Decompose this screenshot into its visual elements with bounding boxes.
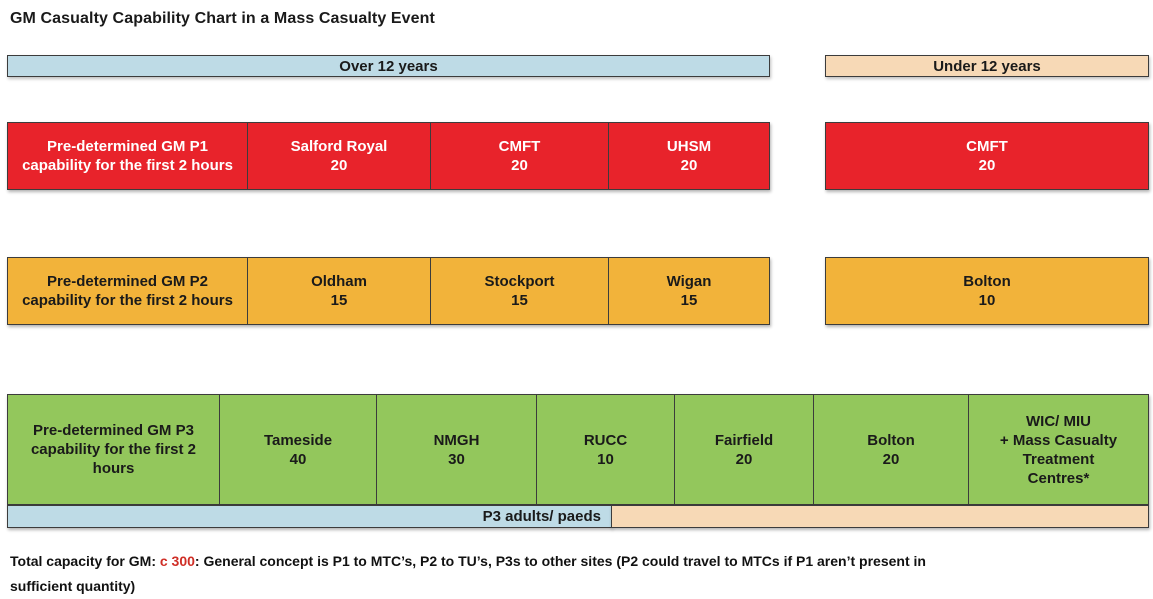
site-capacity: 15 (680, 292, 698, 309)
site-capacity: 40 (289, 450, 307, 468)
note-prefix: Total capacity for GM: (10, 553, 160, 569)
site-capacity: 15 (511, 292, 528, 309)
p3-cell-tameside: Tameside 40 (220, 395, 377, 504)
note-highlight: c 300 (159, 553, 195, 569)
site-name: Tameside (263, 431, 333, 449)
p1-over12-row: Pre-determined GM P1 capability for the … (7, 122, 770, 190)
site-capacity: 20 (330, 157, 348, 174)
p1-cell-cmft: CMFT 20 (431, 123, 609, 189)
site-name: Stockport (484, 273, 555, 290)
under-12-years-label: Under 12 years (933, 57, 1041, 75)
p3-cell-rucc: RUCC 10 (537, 395, 675, 504)
p1-row-label: Pre-determined GM P1 capability for the … (8, 123, 248, 189)
p3-row-label: Pre-determined GM P3 capability for the … (8, 395, 220, 504)
page-title: GM Casualty Capability Chart in a Mass C… (10, 10, 435, 27)
site-capacity: 30 (448, 450, 465, 468)
row-label-text: Pre-determined GM P1 capability for the … (22, 138, 233, 174)
p2-over12-row: Pre-determined GM P2 capability for the … (7, 257, 770, 325)
row-label-text: Pre-determined GM P2 capability for the … (22, 273, 233, 309)
under12-bottom-bar (611, 505, 1149, 528)
site-name: Wigan (666, 273, 712, 290)
site-name: Bolton (963, 273, 1011, 290)
p3-adults-paeds-label: P3 adults/ paeds (482, 508, 601, 525)
p2-under12-cell-bolton: Bolton 10 (825, 257, 1149, 325)
p1-under12-cell-cmft: CMFT 20 (825, 122, 1149, 190)
p3-row: Pre-determined GM P3 capability for the … (7, 394, 1149, 505)
p3-cell-fairfield: Fairfield 20 (675, 395, 814, 504)
note-suffix: : General concept is P1 to MTC’s, P2 to … (10, 553, 926, 594)
site-name: CMFT (966, 138, 1008, 155)
row-label-text: Pre-determined GM P3 capability for the … (30, 422, 197, 477)
p2-cell-wigan: Wigan 15 (609, 258, 769, 324)
site-capacity: 20 (735, 450, 753, 468)
p1-cell-uhsm: UHSM 20 (609, 123, 769, 189)
p3-cell-nmgh: NMGH 30 (377, 395, 537, 504)
site-name: WIC/ MIU + Mass Casualty Treatment Centr… (999, 412, 1118, 487)
site-name: Bolton (867, 431, 915, 449)
site-capacity: 20 (978, 157, 996, 174)
over-12-years-label: Over 12 years (339, 57, 438, 75)
p2-cell-stockport: Stockport 15 (431, 258, 609, 324)
p3-cell-bolton: Bolton 20 (814, 395, 969, 504)
site-capacity: 10 (597, 450, 614, 468)
site-name: CMFT (498, 138, 541, 155)
over-12-years-band: Over 12 years (7, 55, 770, 77)
site-name: UHSM (666, 138, 712, 155)
site-name: Fairfield (714, 431, 774, 449)
under-12-years-band: Under 12 years (825, 55, 1149, 77)
p3-cell-wic-miu-treatment-centres: WIC/ MIU + Mass Casualty Treatment Centr… (969, 395, 1148, 504)
site-capacity: 20 (680, 157, 698, 174)
site-capacity: 15 (330, 292, 348, 309)
p2-cell-oldham: Oldham 15 (248, 258, 431, 324)
site-name: RUCC (583, 431, 628, 449)
p2-row-label: Pre-determined GM P2 capability for the … (8, 258, 248, 324)
site-capacity: 20 (882, 450, 900, 468)
total-capacity-note: Total capacity for GM: c 300: General co… (10, 549, 1130, 599)
site-capacity: 10 (978, 292, 996, 309)
site-name: Oldham (311, 273, 367, 290)
site-name: Salford Royal (290, 138, 388, 155)
p3-adults-paeds-bar: P3 adults/ paeds (7, 505, 612, 528)
site-capacity: 20 (511, 157, 528, 174)
p1-cell-salford-royal: Salford Royal 20 (248, 123, 431, 189)
site-name: NMGH (433, 431, 480, 449)
